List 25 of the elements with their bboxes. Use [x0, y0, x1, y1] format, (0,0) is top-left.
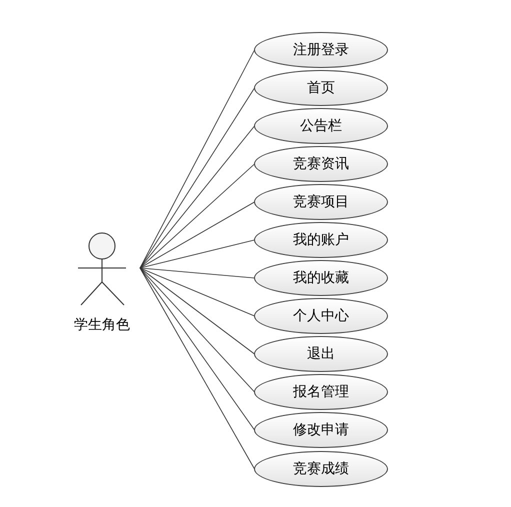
association-line: [140, 50, 255, 268]
association-line: [140, 164, 255, 268]
use-case-ellipse: 我的收藏: [254, 260, 388, 296]
association-line: [140, 88, 255, 268]
association-line: [140, 202, 255, 268]
association-line: [140, 268, 255, 354]
actor-label: 学生角色: [73, 316, 131, 334]
use-case-ellipse: 退出: [254, 336, 388, 372]
association-line: [140, 240, 255, 268]
association-line: [140, 268, 255, 316]
use-case-ellipse: 首页: [254, 70, 388, 106]
association-line: [140, 268, 255, 470]
association-line: [140, 126, 255, 268]
use-case-ellipse: 我的账户: [254, 222, 388, 258]
association-line: [140, 268, 255, 278]
use-case-ellipse: 竞赛资讯: [254, 146, 388, 182]
association-line: [140, 268, 255, 392]
use-case-ellipse: 公告栏: [254, 108, 388, 144]
use-case-ellipse: 竞赛项目: [254, 184, 388, 220]
use-case-ellipse: 注册登录: [254, 32, 388, 68]
use-case-ellipse: 报名管理: [254, 374, 388, 410]
association-line: [140, 268, 255, 430]
use-case-ellipse: 竞赛成绩: [254, 451, 388, 487]
use-case-ellipse: 个人中心: [254, 298, 388, 334]
use-case-ellipse: 修改申请: [254, 412, 388, 448]
